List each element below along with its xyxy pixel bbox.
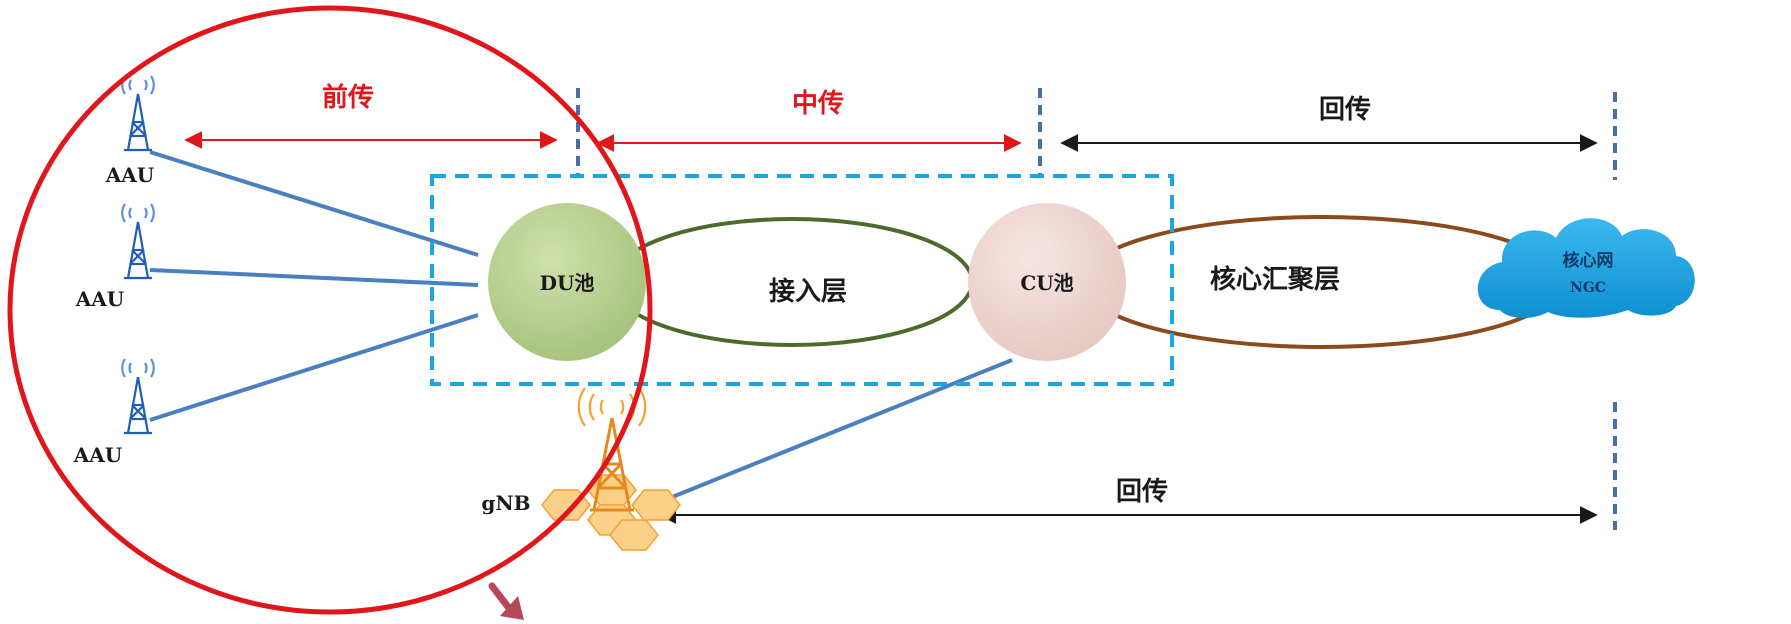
link-gnb-cu: [639, 358, 1013, 512]
down-arrow-icon: [488, 582, 524, 620]
aau-1-label: AAU: [105, 163, 154, 187]
antenna-tower-icon: [121, 75, 155, 152]
backhaul-bottom-label: 回传: [1116, 477, 1168, 507]
red-circle-highlight: [7, 5, 653, 615]
core-network-label: 核心网: [1563, 250, 1614, 271]
antenna-tower-icon: [121, 203, 155, 280]
aau-du-links: [149, 150, 479, 422]
antenna-tower-icon: [121, 358, 155, 435]
cu-pool-label: CU池: [1020, 271, 1073, 295]
aau-tower-3: [121, 358, 155, 435]
stage-dividers: [576, 88, 1617, 530]
aau-tower-2: [121, 203, 155, 280]
aau-tower-1: [121, 75, 155, 152]
gnb-label: gNB: [481, 491, 530, 515]
du-pool-label: DU池: [540, 271, 595, 295]
midhaul-label: 中传: [792, 89, 844, 119]
fronthaul-label: 前传: [322, 82, 374, 113]
gnb-node: [541, 387, 681, 551]
du-cu-pool-box: [430, 174, 1174, 386]
cloud-icon: [1477, 218, 1695, 318]
access-layer-label: 接入层: [769, 277, 847, 307]
backhaul-top-label: 回传: [1319, 95, 1371, 125]
du-pool-node: [488, 203, 646, 361]
link-aau-2-du: [149, 268, 479, 287]
core-network-cloud: 核心网 NGC: [1477, 218, 1695, 318]
link-aau-3-du: [149, 313, 479, 422]
aau-3-label: AAU: [73, 443, 122, 467]
core-aggregation-label: 核心汇聚层: [1210, 264, 1340, 295]
core-network-ngc-label: NGC: [1570, 280, 1606, 296]
cu-pool-node: [968, 203, 1126, 361]
aau-2-label: AAU: [75, 287, 124, 311]
link-aau-1-du: [149, 150, 479, 257]
gnb-hexagons: [541, 474, 681, 551]
